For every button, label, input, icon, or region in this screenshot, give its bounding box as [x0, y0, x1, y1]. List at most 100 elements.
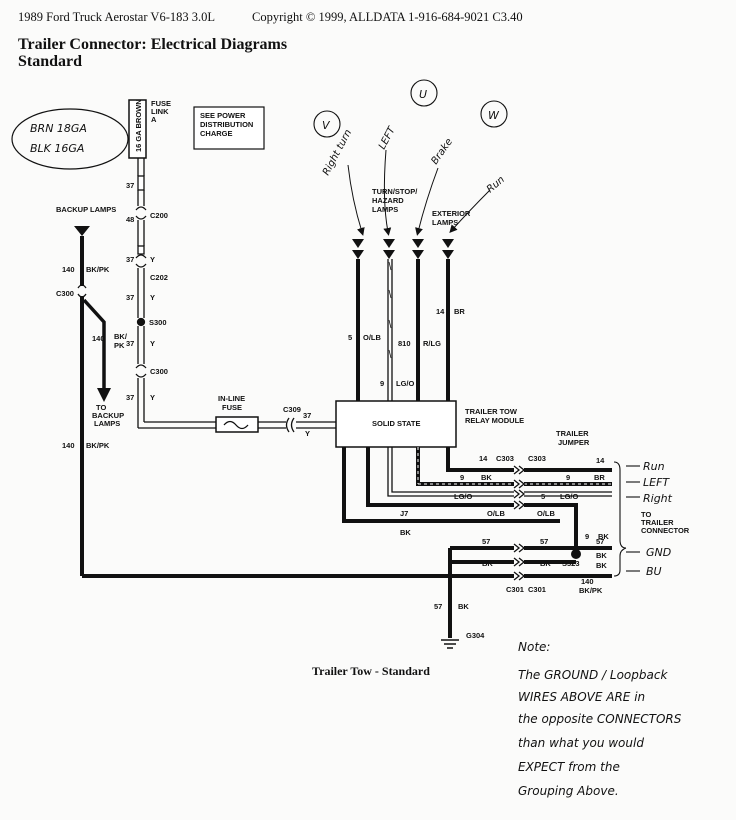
- see-power-label-2: DISTRIBUTION: [200, 120, 253, 129]
- wire-color-y-c: Y: [150, 339, 155, 348]
- hand-run-side: Run: [643, 460, 665, 473]
- hand-left-side: LEFT: [643, 476, 670, 489]
- handwritten-note-line-1: Note:: [518, 640, 551, 654]
- solid-state-label: SOLID STATE: [372, 419, 420, 428]
- row-color-bk-f: BK: [596, 561, 607, 570]
- hand-circle-w: W: [488, 109, 500, 122]
- backup-lamps-terminal: [74, 226, 90, 236]
- row-label-9-a: 9: [460, 473, 464, 482]
- ground-wire-bk: BK: [458, 602, 469, 611]
- wire-label-9: 9: [380, 379, 384, 388]
- page-subtitle: Standard: [18, 53, 83, 70]
- turn-lamps-label-3: LAMPS: [372, 205, 398, 214]
- row-color-bk-a: BK: [400, 528, 411, 537]
- ground-label-g304: G304: [466, 631, 485, 640]
- wire-color-y-e: Y: [305, 429, 310, 438]
- trailer-connector-bracket: [613, 461, 640, 577]
- fuse-link-gauge-label: 16 GA BROWN: [134, 99, 143, 152]
- see-power-distribution-box: SEE POWER DISTRIBUTION CHARGE: [193, 106, 265, 150]
- hand-right-turn: Right turn: [321, 128, 354, 178]
- wire-label-48: 48: [126, 215, 134, 224]
- handwritten-note-line-2: The GROUND / Loopback: [518, 668, 668, 682]
- lamp-terminals: [352, 239, 454, 259]
- row-color-olb-b: O/LB: [537, 509, 555, 518]
- row-label-9-b: 9: [566, 473, 570, 482]
- wire-label-810: 810: [398, 339, 411, 348]
- to-backup-lamps-arrow: [97, 388, 111, 402]
- diagram-caption: Trailer Tow - Standard: [312, 664, 430, 678]
- connector-c202: C202: [150, 273, 168, 282]
- hand-gnd-side: GND: [646, 546, 671, 559]
- hand-blk-16ga: BLK 16GA: [30, 142, 84, 155]
- wire-color-br: BR: [454, 307, 465, 316]
- wire-color-y-a: Y: [150, 255, 155, 264]
- row-color-bk-b: BK: [598, 532, 609, 541]
- fuse-link-label-2: LINK: [151, 107, 169, 116]
- wire-label-37-e: 37: [126, 393, 134, 402]
- wire-label-37-f: 37: [303, 411, 311, 420]
- connector-c301-a: C301: [506, 585, 524, 594]
- hand-right-side: Right: [643, 492, 673, 505]
- wire-label-5: 5: [348, 333, 352, 342]
- wire-label-37-c: 37: [126, 293, 134, 302]
- wire-label-37-d: 37: [126, 339, 134, 348]
- row-label-9-c: 9: [585, 532, 589, 541]
- row-label-j7: J7: [400, 509, 408, 518]
- to-trailer-label-3: CONNECTOR: [641, 526, 690, 535]
- splice-s323: S323: [562, 559, 580, 568]
- handwritten-wire-gauge-note: BRN 18GA BLK 16GA: [11, 108, 129, 170]
- wire-label-37-a: 37: [126, 181, 134, 190]
- wire-label-140-b: 140: [92, 334, 105, 343]
- hand-brake: Brake: [429, 137, 455, 167]
- wire-37-yellow: [135, 158, 216, 429]
- row-label-140: 140: [581, 577, 594, 586]
- fuse-link-label-1: FUSE: [151, 99, 171, 108]
- header-vehicle: 1989 Ford Truck Aerostar V6-183 3.0L: [18, 10, 215, 24]
- relay-module-label-2: RELAY MODULE: [465, 416, 524, 425]
- row-color-bk-c: BK: [482, 559, 493, 568]
- inline-fuse-label-2: FUSE: [222, 403, 242, 412]
- row-label-57-a: 57: [482, 537, 490, 546]
- connector-c303-a: C303: [496, 454, 514, 463]
- turn-lamps-label-1: TURN/STOP/: [372, 187, 418, 196]
- wire-color-rlg: R/LG: [423, 339, 441, 348]
- handwritten-note-line-5: than what you would: [518, 736, 644, 750]
- lamp-wires: [356, 259, 450, 401]
- wire-label-140-a: 140: [62, 265, 75, 274]
- connector-c309: C309: [283, 405, 301, 414]
- handwritten-note-line-6: EXPECT from the: [518, 760, 620, 774]
- header-copyright: Copyright © 1999, ALLDATA 1-916-684-9021…: [252, 10, 523, 24]
- trailer-jumper-label-1: TRAILER: [556, 429, 589, 438]
- handwritten-note-line-4: the opposite CONNECTORS: [518, 712, 682, 726]
- connector-c303-b: C303: [528, 454, 546, 463]
- row-color-bk-d: BK: [540, 559, 551, 568]
- handwritten-note-line-7: Grouping Above.: [518, 784, 619, 798]
- connector-c200: C200: [150, 211, 168, 220]
- wire-color-bkpk-b2: PK: [114, 341, 125, 350]
- row-color-lgo-b: LG/O: [560, 492, 578, 501]
- wire-color-y-d: Y: [150, 393, 155, 402]
- connector-c301-b: C301: [528, 585, 546, 594]
- hand-circle-u: U: [419, 88, 427, 101]
- row-color-bk-9: BK: [481, 473, 492, 482]
- trailer-jumper-label-2: JUMPER: [558, 438, 590, 447]
- row-label-5: 5: [541, 492, 545, 501]
- relay-module: SOLID STATE TRAILER TOW RELAY MODULE TRA…: [335, 400, 590, 448]
- splice-s300: S300: [149, 318, 167, 327]
- exterior-lamps-label-1: EXTERIOR: [432, 209, 471, 218]
- see-power-label-3: CHARGE: [200, 129, 233, 138]
- fuse-link-a: 16 GA BROWN FUSE LINK A: [128, 99, 171, 159]
- wire-140-backup: [80, 236, 106, 576]
- connector-c300-mid: C300: [150, 367, 168, 376]
- splice-s323-dot: [571, 549, 581, 559]
- row-color-bk-e: BK: [596, 551, 607, 560]
- wire-label-37-b: 37: [126, 255, 134, 264]
- connectors-c303-c301: [513, 465, 526, 581]
- backup-lamps-label: BACKUP LAMPS: [56, 205, 116, 214]
- hand-bu-side: BU: [646, 565, 662, 578]
- wire-label-14: 14: [436, 307, 445, 316]
- page-title: Trailer Connector: Electrical Diagrams: [18, 36, 288, 53]
- row-label-57-c: 57: [596, 537, 604, 546]
- hand-left: LEFT: [377, 124, 398, 151]
